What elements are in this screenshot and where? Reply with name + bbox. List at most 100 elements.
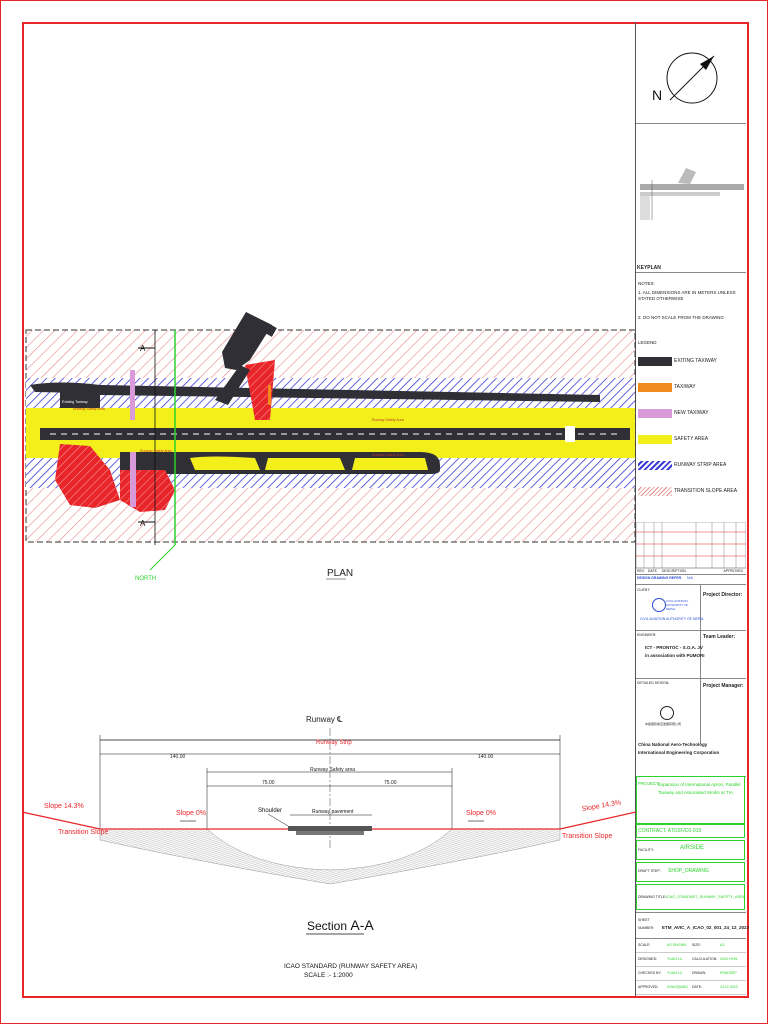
inner-border	[22, 22, 749, 998]
signoff-value: A3	[720, 943, 725, 947]
notes-title: NOTES:	[638, 281, 655, 286]
signoff-value: 24.12.2023	[720, 985, 738, 989]
plan-section-marker-top: A	[140, 344, 146, 353]
signoff-key: DRAWN:	[692, 971, 707, 975]
design-ref-label: DESIGN DRAWING REFER.	[637, 576, 683, 580]
slope-outer-right: Slope 14.3%	[581, 799, 621, 813]
approved-header: APPROVED	[723, 569, 743, 573]
signoff-key: APPROVED:	[638, 985, 659, 989]
terminal-building	[222, 312, 272, 370]
revision-table	[636, 522, 746, 569]
sheet-value: ETM_AVIC_A_ICAO_02_001_24_12_2023	[662, 925, 749, 930]
north-label: NORTH	[135, 576, 156, 582]
notes-item-2: 2. DO NOT SCALE FROM THE DRAWING	[638, 315, 724, 320]
legend-item: TAXIWAY	[638, 383, 744, 395]
client-logo: CIVIL AVIATION AUTHORITY OF NEPAL	[652, 598, 692, 612]
signoff-value: XIAO HON	[720, 957, 738, 961]
legend-title: LEGEND	[638, 340, 657, 345]
rev-header: REV.	[637, 569, 645, 573]
legend-item: TRANSITION SLOPE AREA	[638, 487, 744, 499]
drawing-title-label: DRAWING TITLE:	[638, 895, 667, 899]
project-value: Expansion of International Apron, Parall…	[658, 782, 741, 795]
section-caption-1: ICAO STANDARD (RUNWAY SAFETY AREA)	[284, 963, 417, 970]
manager-label: Project Manager:	[703, 683, 744, 689]
keyplan-label: KEYPLAN	[637, 265, 661, 271]
dim-safety-right: 75.00	[384, 780, 397, 786]
legend-item: RUNWAY STRIP AREA	[638, 461, 744, 473]
date-header: DATE	[647, 569, 657, 573]
section-safety-label: Runway Safety area	[310, 767, 355, 773]
apron-area-left	[55, 444, 120, 508]
slope-outer-left: Slope 14.3%	[44, 803, 84, 810]
keyplan-diagram	[640, 168, 744, 220]
legend-swatch	[638, 487, 672, 496]
signoff-key: SIZE:	[692, 943, 701, 947]
facility-label: FACILITY:	[638, 848, 654, 852]
plan-view: A A Existing Taxiway Runway Safety Area …	[25, 312, 636, 582]
signoff-divider	[636, 966, 746, 967]
project-box	[636, 776, 745, 824]
plan-title: PLAN	[327, 568, 353, 579]
client-label: CLIENT:	[637, 588, 651, 592]
legend-swatch	[638, 461, 672, 470]
safety-area-label-left: Runway Safety Area	[140, 449, 172, 453]
signoff-value: YUAN LU	[667, 971, 683, 975]
shoulder-label: Shoulder	[258, 808, 282, 814]
avic-logo-icon	[660, 706, 674, 720]
client-logo-icon	[652, 598, 666, 612]
contract-value: ATO2F/C6-019	[667, 828, 702, 834]
legend-label: RUNWAY STRIP AREA	[674, 462, 727, 468]
legend-label: SAFETY AREA	[674, 436, 709, 442]
transition-slope-right: Transition Slope	[562, 833, 612, 840]
signoff-value: PRADEEP	[720, 971, 737, 975]
facility-box	[636, 840, 745, 860]
pavement-label: Runway pavement	[312, 809, 354, 815]
section-caption-2: SCALE :- 1:2000	[304, 972, 353, 979]
drawing-title-box	[636, 884, 745, 910]
team-leader-label: Team Leader:	[703, 634, 736, 640]
ground-profile	[99, 828, 561, 885]
designer-logo-text: 中航国际航空发展有限公司	[645, 722, 682, 726]
designer-line1: China National Aero-Technology	[638, 742, 708, 747]
legend-label: NEW TAXIWAY	[674, 410, 709, 416]
designer-label: DETAILED DESIGN:	[637, 681, 670, 685]
dim-strip-left: 140.00	[170, 754, 186, 760]
engineer-label: ENGINEER:	[637, 633, 657, 637]
dim-safety-left: 75.00	[262, 780, 275, 786]
designer-line2: International Engineering Corporation	[638, 750, 720, 755]
existing-taxiway-label: Existing Taxiway	[62, 400, 88, 404]
engineer-line2: in association with PUMORI	[645, 653, 705, 658]
legend-label: TAXIWAY	[674, 384, 696, 390]
legend-item: NEW TAXIWAY	[638, 409, 744, 421]
engineer-line1: ICT - PRONTOC - S.O.A. JV	[645, 645, 703, 650]
signoff-value: YUAN LU	[667, 957, 683, 961]
safety-area-label-mid: Runway Safety Area	[73, 407, 105, 411]
signoff-key: SCALE:	[638, 943, 651, 947]
plan-section-marker-bottom: A	[140, 519, 146, 528]
notes-item-1: 1. ALL DIMENSIONS ARE IN METERS UNLESS S…	[638, 290, 736, 301]
slope-inner-left: Slope 0%	[176, 810, 206, 817]
design-ref-value: N/A	[687, 576, 693, 580]
signoff-key: CHECKED BY:	[638, 971, 662, 975]
signoff-divider	[636, 994, 746, 995]
runway-pavement	[288, 826, 372, 831]
legend-swatch	[638, 383, 672, 392]
section-title: Section A-A	[307, 917, 374, 933]
safety-area-label: Runway Safety Area	[372, 418, 404, 422]
legend-item: EXITING TAXIWAY	[638, 357, 744, 369]
north-arrow-icon: N	[652, 52, 718, 104]
signoff-key: DESIGNED:	[638, 957, 658, 961]
drawing-canvas: A A Existing Taxiway Runway Safety Area …	[21, 312, 636, 979]
description-header: DESCRIPTION	[661, 569, 686, 573]
client-name: CIVIL AVIATION AUTHORITY OF NEPAL	[640, 617, 705, 621]
signoff-value: AS SHOWN	[667, 943, 687, 947]
signoff-divider	[636, 980, 746, 981]
drawing-title-value: ICAO_STANDART_RUNWAY_SAFETY_AREA	[666, 895, 746, 899]
director-label: Project Director:	[703, 592, 743, 598]
dim-strip-right: 140.00	[478, 754, 494, 760]
project-label: PROJECT:	[638, 781, 660, 786]
safety-area-label-lower: Runway Safety Area	[372, 453, 404, 457]
signoff-divider	[636, 952, 746, 953]
section-view: Runway ℄ Runway Strip 140.00 140.00 Runw…	[21, 715, 636, 979]
svg-text:N: N	[652, 87, 662, 103]
